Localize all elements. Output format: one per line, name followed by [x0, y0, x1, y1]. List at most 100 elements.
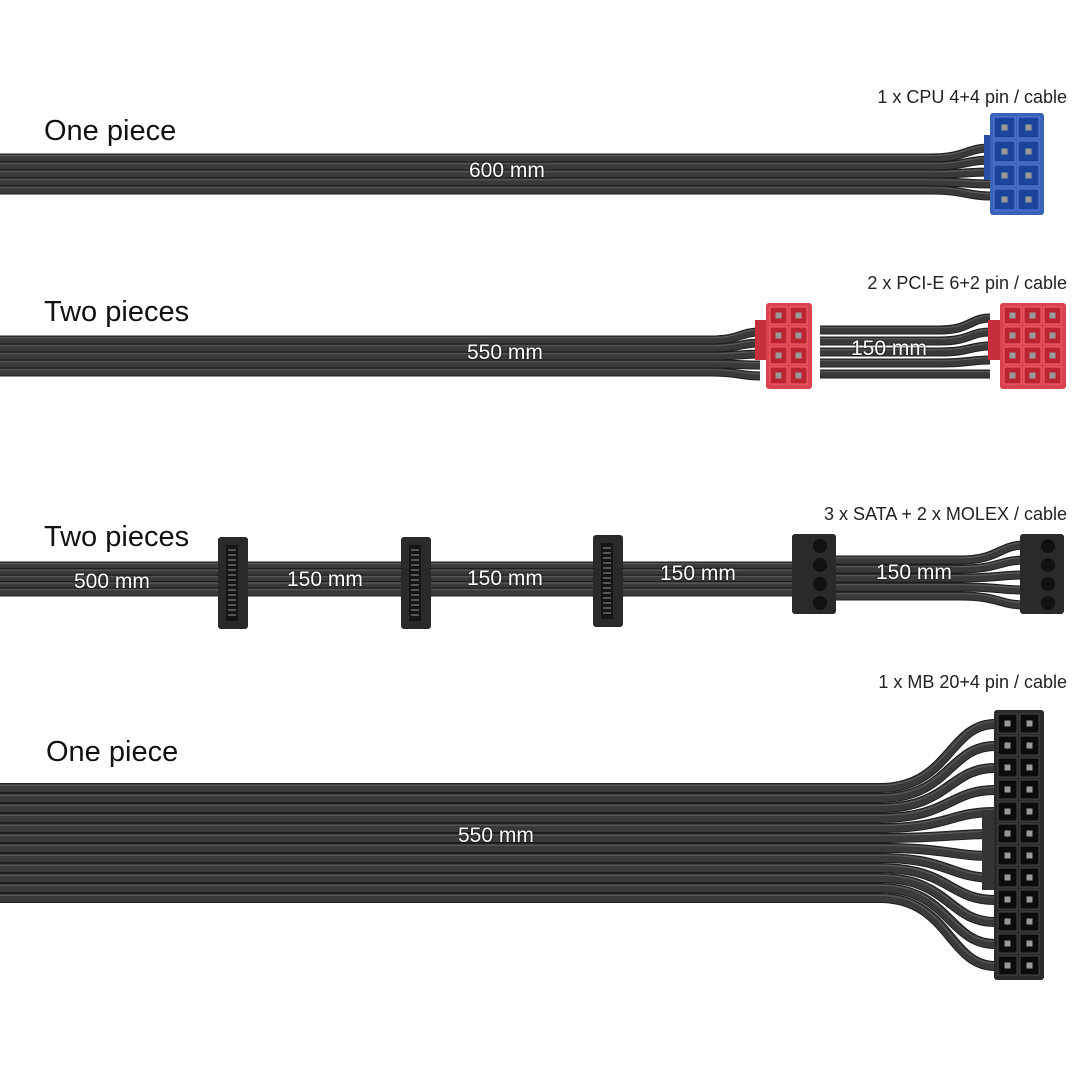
sata-pin	[603, 567, 611, 569]
mb-connector-pin-contact	[1004, 874, 1011, 881]
sata-pin	[228, 589, 236, 591]
mb-connector-pin-contact	[1026, 896, 1033, 903]
mb-connector-pin-contact	[1026, 940, 1033, 947]
mb-wire	[0, 874, 996, 926]
sata-pin	[603, 612, 611, 614]
pcie-wire-main-shine	[0, 369, 761, 375]
sata-pin	[411, 599, 419, 601]
pcie-wire-main-shine	[0, 329, 761, 339]
cpu-connector-pin-contact	[1001, 172, 1008, 179]
molex-connector-2	[1020, 534, 1064, 614]
mb-wire-shine	[0, 742, 996, 796]
sata-pin	[603, 592, 611, 594]
sata-connector-1	[218, 537, 248, 629]
mb-connector-pin-contact	[1004, 742, 1011, 749]
pcie-connector-2-pin-contact	[1009, 372, 1016, 379]
cable-3-length-5: 150 mm	[876, 561, 952, 584]
cable-1-length-1: 600 mm	[469, 159, 545, 182]
sata-pin	[228, 559, 236, 561]
pcie-connector-2-pin-contact	[1029, 332, 1036, 339]
mb-connector-pin-contact	[1004, 962, 1011, 969]
pcie-connector-2-pin-contact	[1029, 352, 1036, 359]
pcie-wire-ext	[820, 356, 991, 367]
mb-wire-shine	[0, 720, 996, 786]
cpu-wire	[0, 186, 991, 200]
mb-wire-shine	[0, 764, 996, 806]
mb-connector-pin-contact	[1004, 786, 1011, 793]
pcie-wire-main	[0, 339, 761, 352]
pcie-wire-ext-shine	[820, 315, 991, 329]
sata-pin	[228, 604, 236, 606]
molex-connector-body	[1020, 534, 1064, 614]
mb-connector-pin-contact	[1004, 720, 1011, 727]
molex-wire-ext-shine	[830, 593, 1026, 604]
cpu-wire-shine	[0, 145, 991, 157]
pcie-connector-1-pin-contact	[775, 372, 782, 379]
cpu-connector-pin-contact	[1025, 196, 1032, 203]
pcie-connector-1-pin-contact	[775, 312, 782, 319]
sata-connector-3	[593, 535, 623, 627]
mb-connector-pin-contact	[1004, 808, 1011, 815]
mb-connector-pin-contact	[1026, 874, 1033, 881]
cable-4-title: One piece	[46, 736, 179, 768]
molex-wire-ext	[830, 592, 1026, 609]
mb-wire-shine	[0, 786, 996, 816]
mb-connector-pin-contact	[1026, 720, 1033, 727]
sata-pin	[228, 609, 236, 611]
molex-wire-ext	[830, 571, 1026, 582]
mb-connector-pin-contact	[1004, 830, 1011, 837]
pcie-connector-1	[766, 303, 812, 389]
mb-wire	[0, 844, 996, 860]
molex-connector-body	[792, 534, 836, 614]
pcie-connector-2-pin-contact	[1009, 352, 1016, 359]
cable-1-title: One piece	[44, 115, 177, 147]
cpu-connector-pin-contact	[1025, 148, 1032, 155]
sata-pin	[411, 574, 419, 576]
cpu-wire	[0, 178, 991, 188]
sata-pin	[603, 557, 611, 559]
mb-wire	[0, 894, 996, 970]
sata-pin	[411, 554, 419, 556]
pcie-connector-1-pin-contact	[775, 352, 782, 359]
pcie-connector-1-pin-contact	[795, 332, 802, 339]
mb-connector-pin-contact	[1026, 808, 1033, 815]
cpu-wire-shine	[0, 157, 991, 165]
sata-pin	[228, 574, 236, 576]
mb-connector-pin-contact	[1004, 940, 1011, 947]
pcie-connector-1-pin-contact	[775, 332, 782, 339]
cpu-wire	[0, 168, 991, 178]
mb-connector-pin-contact	[1004, 764, 1011, 771]
molex-pin-hole	[813, 558, 827, 572]
mb-wire	[0, 786, 996, 822]
sata-pin	[411, 579, 419, 581]
mb-wire	[0, 884, 996, 948]
sata-connector-2	[401, 537, 431, 629]
cpu-connector-pin-contact	[1001, 148, 1008, 155]
mb-wire	[0, 864, 996, 904]
sata-pin	[603, 547, 611, 549]
pcie-wire-ext	[820, 342, 991, 356]
cable-3-title: Two pieces	[44, 521, 190, 553]
sata-pin	[603, 602, 611, 604]
molex-connector-1	[792, 534, 836, 614]
pcie-connector-2-pin-contact	[1029, 372, 1036, 379]
mb-wire	[0, 764, 996, 812]
cable-3-length-4: 150 mm	[660, 562, 736, 585]
molex-pin-hole	[813, 577, 827, 591]
sata-pin	[411, 594, 419, 596]
molex-pin-hole	[1041, 558, 1055, 572]
molex-pin-hole	[813, 539, 827, 553]
mb-connector-pin-contact	[1026, 764, 1033, 771]
molex-pin-hole	[1041, 596, 1055, 610]
cable-4-caption: 1 x MB 20+4 pin / cable	[878, 672, 1067, 692]
pcie-connector-2	[1000, 303, 1066, 389]
pcie-wire-main	[0, 350, 761, 360]
cable-3-length-3: 150 mm	[467, 567, 543, 590]
pcie-wire-main	[0, 328, 761, 344]
sata-pin	[411, 549, 419, 551]
sata-pin	[411, 609, 419, 611]
sata-pin	[603, 607, 611, 609]
molex-wire-ext	[830, 583, 1026, 594]
molex-pin-hole	[1041, 539, 1055, 553]
mb-wire-shine	[0, 874, 996, 920]
